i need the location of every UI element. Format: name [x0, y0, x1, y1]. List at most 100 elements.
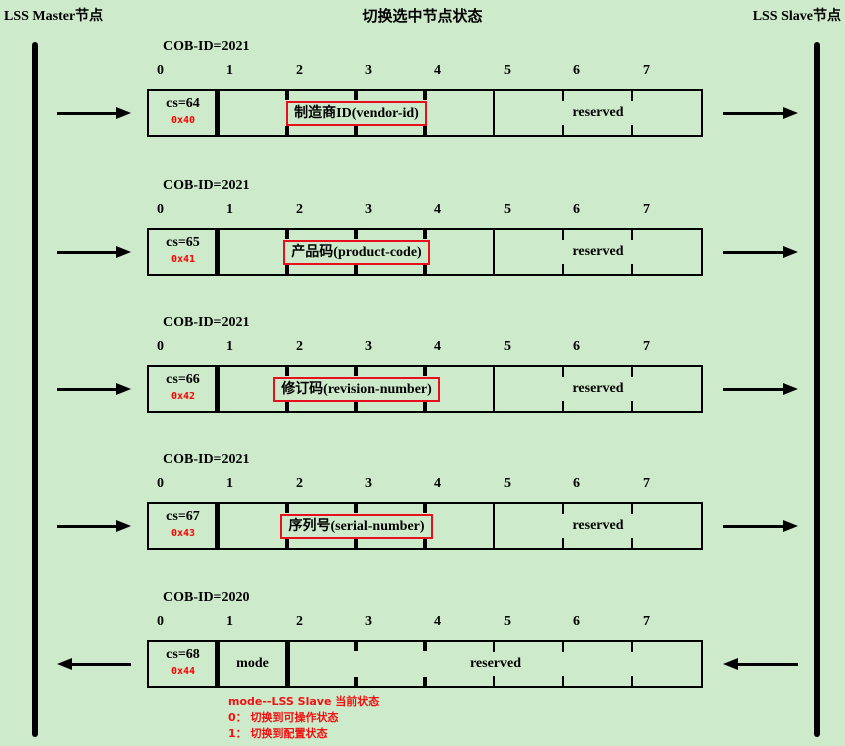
arrow-head-icon — [116, 383, 131, 395]
byte-index: 4 — [434, 63, 441, 78]
byte-index: 1 — [226, 202, 233, 217]
byte-index: 7 — [643, 614, 650, 629]
arrow-head-icon — [783, 383, 798, 395]
byte-index: 2 — [296, 614, 303, 629]
command-specifier: cs=65 0x41 — [149, 234, 217, 266]
byte-index: 6 — [573, 476, 580, 491]
byte-index: 5 — [504, 476, 511, 491]
arrow-frame-to-slave — [723, 245, 798, 259]
slave-node-lifeline — [814, 42, 820, 737]
byte-index: 0 — [157, 476, 164, 491]
can-frame-box: cs=68 0x44 mode reserved — [147, 640, 703, 688]
frame-vendor-id: COB-ID=2021 0 1 2 3 4 5 6 7 cs=64 0x40 制… — [0, 39, 845, 151]
mode-annotations: mode--LSS Slave 当前状态 0： 切换到可操作状态 1： 切换到配… — [228, 694, 379, 742]
arrow-frame-to-master — [57, 657, 131, 671]
arrow-master-to-frame — [57, 382, 131, 396]
byte-index: 7 — [643, 339, 650, 354]
reserved-label: reserved — [469, 656, 522, 671]
arrow-head-icon — [57, 658, 72, 670]
arrow-head-icon — [116, 107, 131, 119]
byte-index: 7 — [643, 476, 650, 491]
page-title: 切换选中节点状态 — [362, 9, 483, 25]
frame-serial-number: COB-ID=2021 0 1 2 3 4 5 6 7 cs=67 0x43 序… — [0, 452, 845, 564]
byte-index: 2 — [296, 63, 303, 78]
byte-index: 2 — [296, 339, 303, 354]
can-frame-box: cs=66 0x42 修订码(revision-number) reserved — [147, 365, 703, 413]
command-specifier: cs=67 0x43 — [149, 508, 217, 540]
cob-id-label: COB-ID=2021 — [163, 452, 250, 467]
master-node-lifeline — [32, 42, 38, 737]
annotation-line: mode--LSS Slave 当前状态 — [228, 695, 380, 708]
byte-index: 3 — [365, 339, 372, 354]
byte-index: 6 — [573, 339, 580, 354]
frame-product-code: COB-ID=2021 0 1 2 3 4 5 6 7 cs=65 0x41 产… — [0, 178, 845, 290]
cs-hex-value: 0x42 — [170, 391, 196, 402]
reserved-label: reserved — [572, 518, 624, 533]
annotation-line: 1： 切换到配置状态 — [228, 727, 328, 740]
arrow-master-to-frame — [57, 245, 131, 259]
byte-index: 4 — [434, 614, 441, 629]
byte-index: 2 — [296, 476, 303, 491]
field-revision-number: 修订码(revision-number) — [273, 376, 440, 402]
mode-field: mode — [236, 656, 269, 671]
byte-index: 3 — [365, 63, 372, 78]
cob-id-label: COB-ID=2020 — [163, 590, 250, 605]
arrow-head-icon — [783, 246, 798, 258]
byte-index: 4 — [434, 476, 441, 491]
field-serial-number: 序列号(serial-number) — [280, 513, 433, 539]
cob-id-label: COB-ID=2021 — [163, 178, 250, 193]
arrow-head-icon — [783, 107, 798, 119]
annotation-line: 0： 切换到可操作状态 — [228, 711, 339, 724]
reserved-label: reserved — [572, 244, 624, 259]
byte-index: 4 — [434, 339, 441, 354]
arrow-head-icon — [116, 246, 131, 258]
byte-index: 5 — [504, 614, 511, 629]
byte-index: 4 — [434, 202, 441, 217]
cs-hex-value: 0x40 — [170, 115, 196, 126]
reserved-label: reserved — [572, 381, 624, 396]
byte-index: 1 — [226, 63, 233, 78]
arrow-head-icon — [783, 520, 798, 532]
master-node-label: LSS Master节点 — [4, 9, 104, 24]
byte-index: 7 — [643, 202, 650, 217]
byte-index: 1 — [226, 614, 233, 629]
arrow-master-to-frame — [57, 106, 131, 120]
byte-index: 0 — [157, 202, 164, 217]
byte-index: 0 — [157, 614, 164, 629]
byte-index: 6 — [573, 202, 580, 217]
byte-index: 3 — [365, 476, 372, 491]
command-specifier: cs=68 0x44 — [149, 646, 217, 678]
byte-index: 1 — [226, 476, 233, 491]
byte-index: 1 — [226, 339, 233, 354]
byte-index: 2 — [296, 202, 303, 217]
can-frame-box: cs=65 0x41 产品码(product-code) reserved — [147, 228, 703, 276]
byte-index: 7 — [643, 63, 650, 78]
cob-id-label: COB-ID=2021 — [163, 315, 250, 330]
field-vendor-id: 制造商ID(vendor-id) — [286, 100, 427, 126]
byte-index: 3 — [365, 614, 372, 629]
can-frame-box: cs=67 0x43 序列号(serial-number) reserved — [147, 502, 703, 550]
reserved-label: reserved — [572, 105, 624, 120]
byte-index: 0 — [157, 63, 164, 78]
byte-index: 3 — [365, 202, 372, 217]
arrow-frame-to-slave — [723, 519, 798, 533]
frame-mode-response: COB-ID=2020 0 1 2 3 4 5 6 7 cs=68 0x44 m… — [0, 590, 845, 702]
command-specifier: cs=64 0x40 — [149, 95, 217, 127]
arrow-slave-to-frame — [723, 657, 798, 671]
byte-index: 6 — [573, 614, 580, 629]
arrow-master-to-frame — [57, 519, 131, 533]
byte-index: 5 — [504, 339, 511, 354]
arrow-head-icon — [723, 658, 738, 670]
byte-index: 0 — [157, 339, 164, 354]
byte-index: 5 — [504, 63, 511, 78]
cs-hex-value: 0x44 — [170, 666, 196, 677]
slave-node-label: LSS Slave节点 — [752, 9, 841, 24]
cs-hex-value: 0x43 — [170, 528, 196, 539]
frame-revision-number: COB-ID=2021 0 1 2 3 4 5 6 7 cs=66 0x42 修… — [0, 315, 845, 427]
field-product-code: 产品码(product-code) — [283, 239, 430, 265]
arrow-frame-to-slave — [723, 106, 798, 120]
can-frame-box: cs=64 0x40 制造商ID(vendor-id) reserved — [147, 89, 703, 137]
arrow-frame-to-slave — [723, 382, 798, 396]
cs-hex-value: 0x41 — [170, 254, 196, 265]
